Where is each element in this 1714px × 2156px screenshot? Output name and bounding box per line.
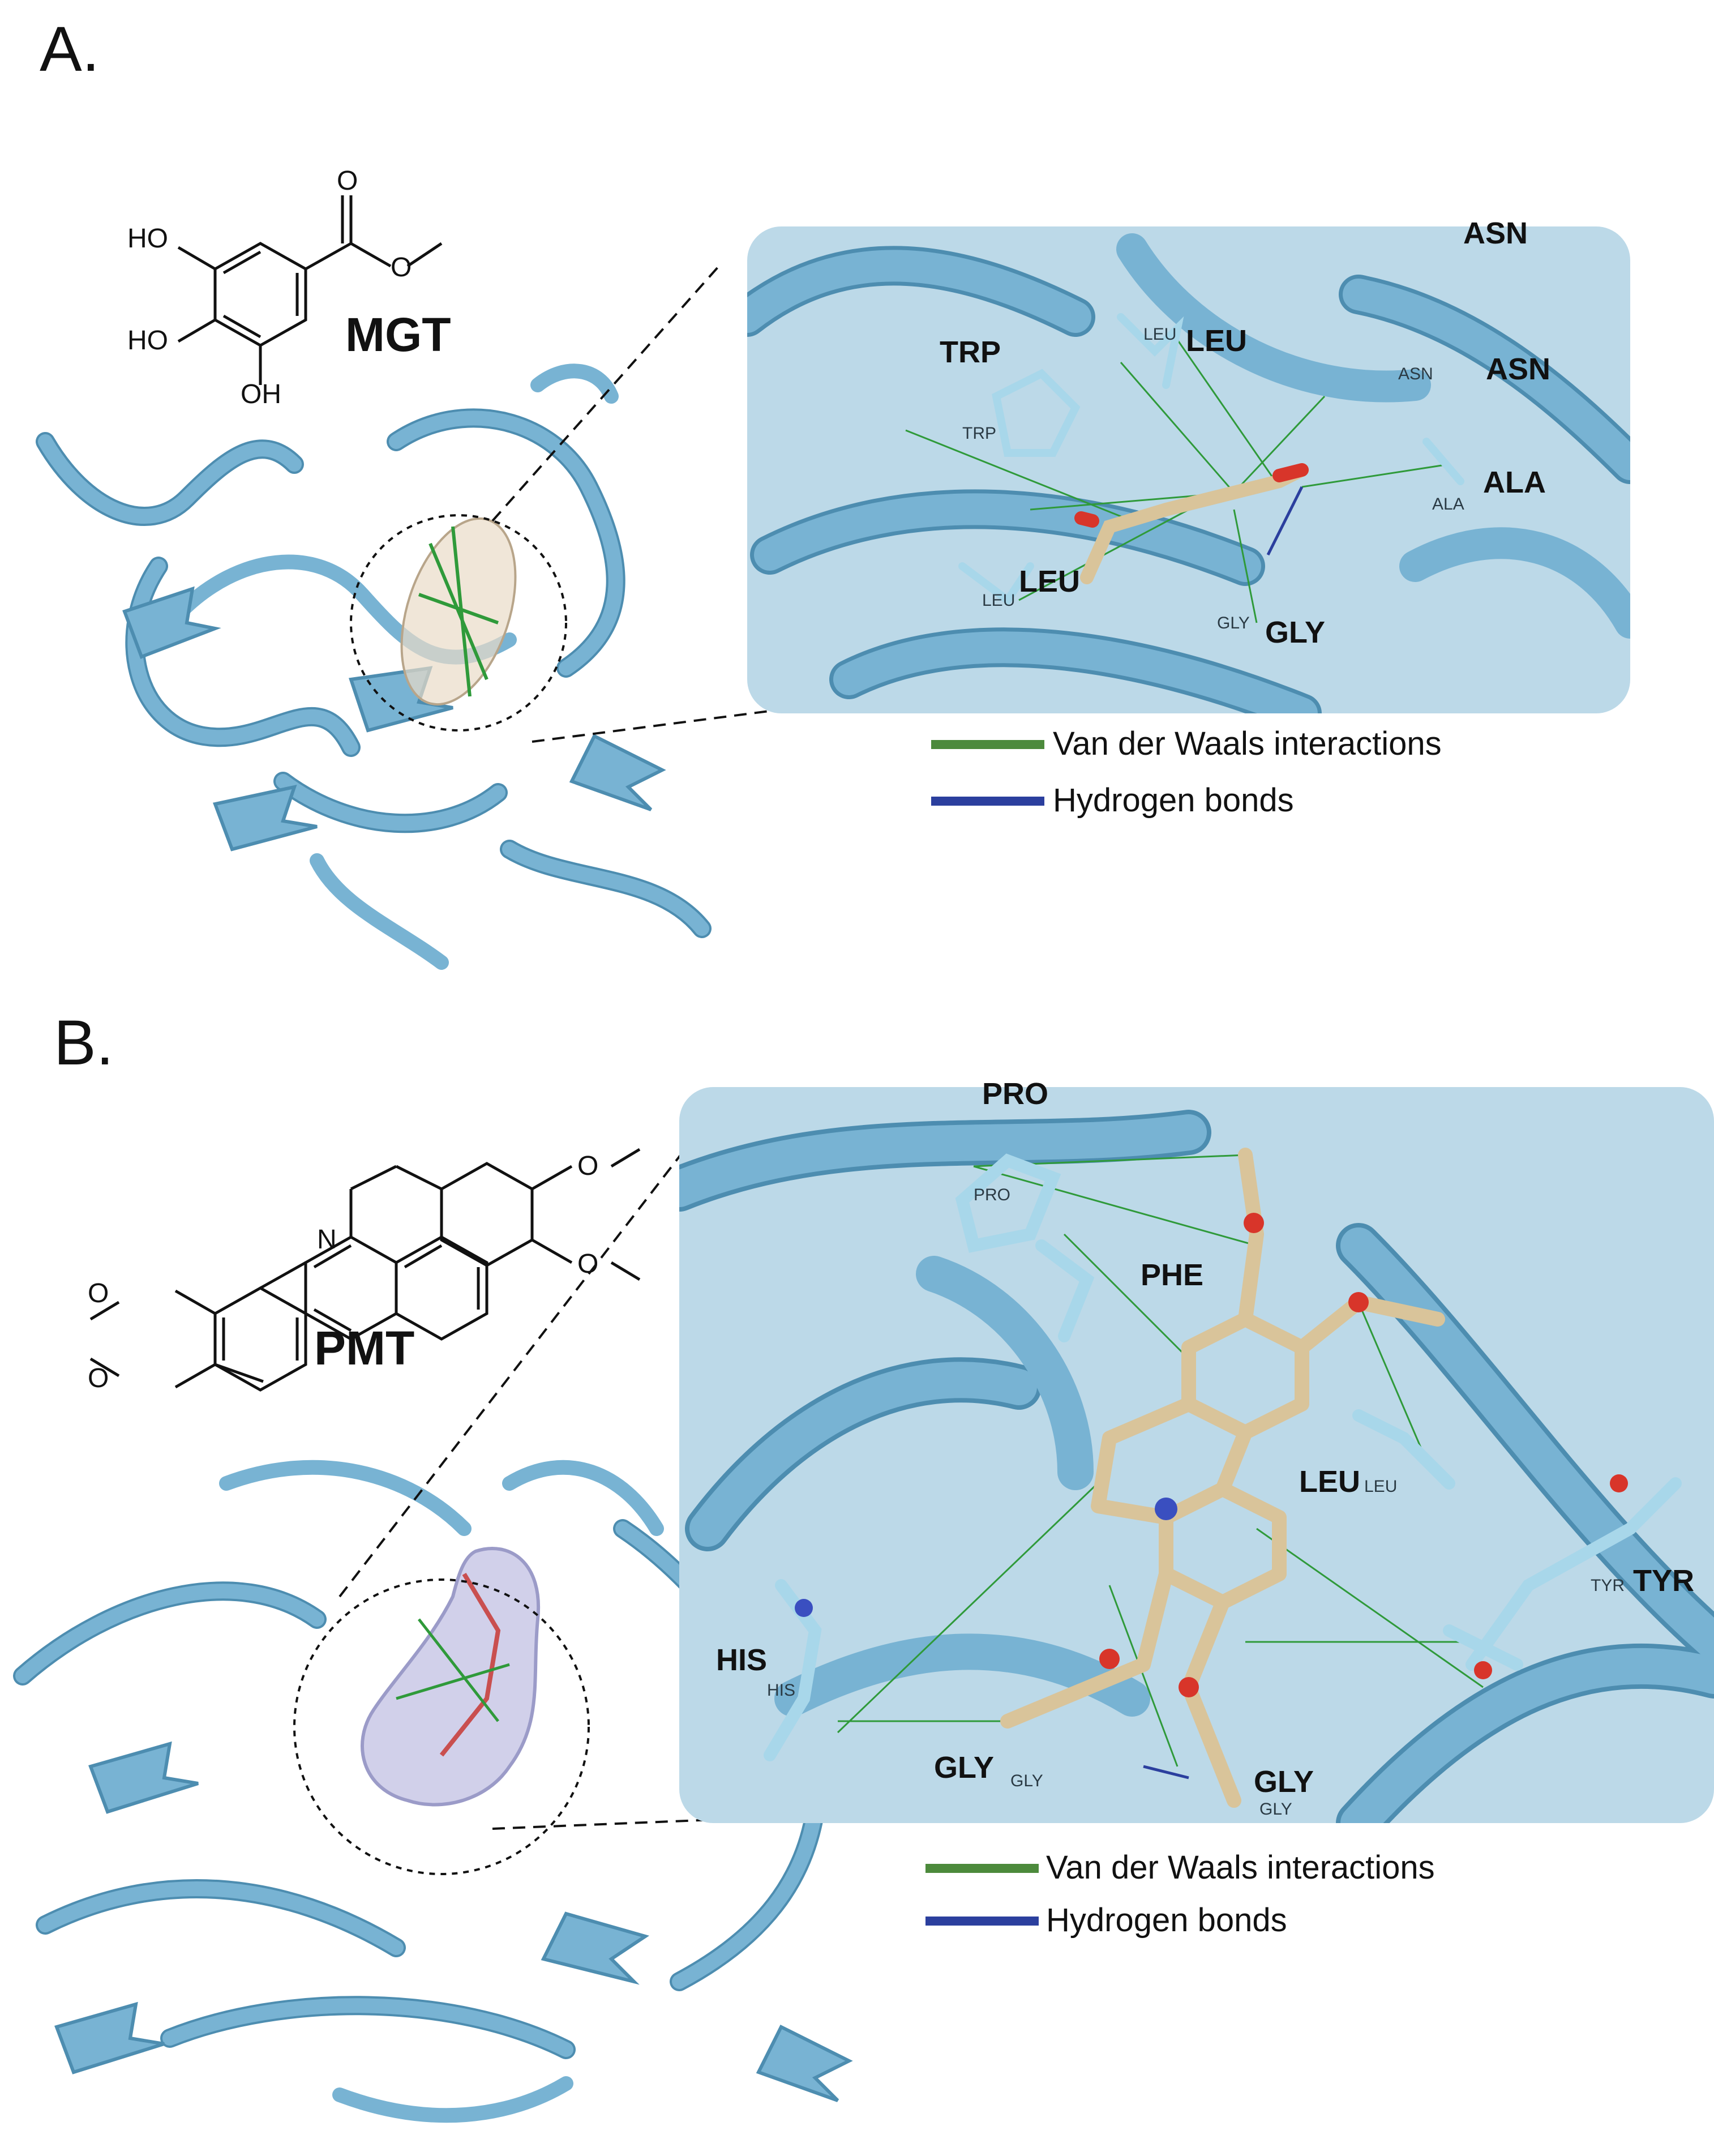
residue-small-gly-right: GLY xyxy=(1259,1800,1292,1819)
residue-label-trp: TRP xyxy=(940,335,1001,369)
pmt-atom-n: N xyxy=(317,1225,337,1255)
residue-small-leu: LEU xyxy=(1364,1477,1397,1496)
zoom-view-b xyxy=(679,1087,1714,1823)
pmt-atom-o-1: O xyxy=(577,1151,598,1181)
mgt-atom-ho-1: HO xyxy=(127,224,168,254)
residue-label-asn: ASN xyxy=(1486,352,1550,386)
residue-label-leu: LEU xyxy=(1299,1465,1360,1499)
zoom-line-a-top xyxy=(491,265,720,522)
protein-overview-a xyxy=(36,363,712,970)
residue-label-his: HIS xyxy=(716,1643,767,1677)
mgt-atom-o-ester: O xyxy=(391,253,412,283)
ligand-mesh-a xyxy=(400,517,517,706)
panel-b-letter: B. xyxy=(54,1007,114,1078)
residue-label-ala: ALA xyxy=(1483,465,1546,499)
pmt-atom-o-3: O xyxy=(88,1278,109,1308)
legend-a-vdw-label: Van der Waals interactions xyxy=(1053,725,1442,762)
residue-labels-b: PRO PRO PHE LEU LEU TYR TYR HIS HIS GLY … xyxy=(716,1077,1694,1819)
residue-label-asn-top: ASN xyxy=(1463,216,1528,250)
residue-label-gly-left: GLY xyxy=(934,1751,994,1785)
residue-labels-a: TRP TRP LEU LEU ASN ASN ASN ALA ALA LEU … xyxy=(940,216,1550,649)
panel-a: A. HO HO OH O O MGT xyxy=(36,14,1630,970)
ligand-surface-b xyxy=(361,1547,541,1807)
pmt-structure xyxy=(89,1148,641,1392)
residue-small-asn: ASN xyxy=(1398,365,1433,383)
pmt-atom-o-4: O xyxy=(88,1363,109,1393)
residue-small-tyr: TYR xyxy=(1591,1576,1625,1595)
panel-b: B. N O xyxy=(13,1007,1714,2123)
residue-label-phe: PHE xyxy=(1141,1258,1203,1292)
zoom-view-a xyxy=(747,226,1630,713)
legend-b-vdw-label: Van der Waals interactions xyxy=(1046,1849,1435,1886)
residue-small-his: HIS xyxy=(767,1681,795,1700)
panel-a-letter: A. xyxy=(40,14,100,84)
residue-small-gly-left: GLY xyxy=(1010,1772,1043,1790)
binding-site-circle-b xyxy=(293,1578,590,1875)
mgt-atom-oh: OH xyxy=(241,379,281,409)
legend-a: Van der Waals interactions Hydrogen bond… xyxy=(931,725,1442,819)
legend-a-hbond-label: Hydrogen bonds xyxy=(1053,782,1294,819)
residue-small-ala: ALA xyxy=(1432,495,1464,514)
residue-small-leu-top: LEU xyxy=(1143,325,1176,344)
mgt-atom-ho-2: HO xyxy=(127,326,168,356)
residue-label-tyr: TYR xyxy=(1633,1564,1694,1598)
legend-b: Van der Waals interactions Hydrogen bond… xyxy=(925,1849,1435,1939)
residue-small-leu-bottom: LEU xyxy=(982,591,1015,610)
mgt-label: MGT xyxy=(345,308,451,361)
residue-small-trp: TRP xyxy=(962,424,996,443)
legend-b-hbond-label: Hydrogen bonds xyxy=(1046,1902,1287,1939)
residue-label-pro: PRO xyxy=(982,1077,1048,1111)
mgt-atom-o-carbonyl: O xyxy=(337,166,358,196)
residue-small-pro: PRO xyxy=(974,1186,1010,1204)
residue-small-gly: GLY xyxy=(1217,614,1250,632)
residue-label-gly: GLY xyxy=(1265,615,1325,649)
binding-site-circle-a xyxy=(350,514,567,732)
mgt-structure xyxy=(177,195,443,385)
residue-label-leu-top: LEU xyxy=(1186,324,1247,358)
residue-label-gly-right: GLY xyxy=(1254,1765,1314,1799)
zoom-line-b-top xyxy=(338,1148,686,1598)
residue-label-leu-bottom: LEU xyxy=(1019,564,1080,598)
pmt-label: PMT xyxy=(314,1321,414,1375)
